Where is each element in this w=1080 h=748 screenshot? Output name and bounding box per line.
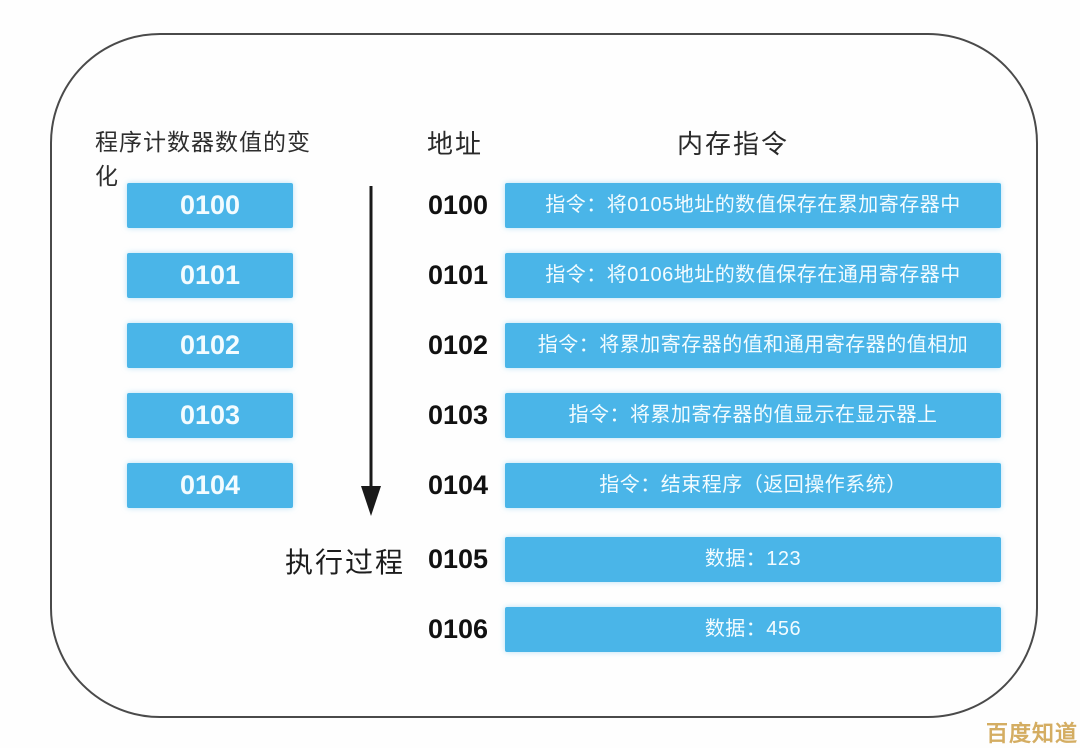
memory-data-box: 数据：456 <box>505 607 1001 652</box>
memory-address: 0102 <box>427 330 489 360</box>
memory-row: 0100 指令：将0105地址的数值保存在累加寄存器中 <box>0 183 1080 228</box>
counter-box-0104: 0104 <box>127 463 293 508</box>
memory-row: 0104 指令：结束程序（返回操作系统） <box>0 463 1080 508</box>
counter-box-0100: 0100 <box>127 183 293 228</box>
memory-address: 0103 <box>427 400 489 430</box>
memory-address: 0106 <box>427 614 489 644</box>
counter-box-0103: 0103 <box>127 393 293 438</box>
memory-instruction-box: 指令：将0105地址的数值保存在累加寄存器中 <box>505 183 1001 228</box>
memory-row: 0102 指令：将累加寄存器的值和通用寄存器的值相加 <box>0 323 1080 368</box>
memory-instruction-box: 指令：结束程序（返回操作系统） <box>505 463 1001 508</box>
memory-instruction-box: 指令：将0106地址的数值保存在通用寄存器中 <box>505 253 1001 298</box>
address-column-header: 地址 <box>427 129 484 159</box>
memory-instruction-box: 指令：将累加寄存器的值和通用寄存器的值相加 <box>505 323 1001 368</box>
execution-process-label: 执行过程 <box>285 547 406 578</box>
memory-instruction-box: 指令：将累加寄存器的值显示在显示器上 <box>505 393 1001 438</box>
counter-box-0101: 0101 <box>127 253 293 298</box>
memory-address: 0104 <box>427 470 489 500</box>
outer-rounded-frame <box>50 33 1038 718</box>
counter-box-0102: 0102 <box>127 323 293 368</box>
memory-row: 0105 数据：123 <box>0 537 1080 582</box>
memory-row: 0101 指令：将0106地址的数值保存在通用寄存器中 <box>0 253 1080 298</box>
memory-address: 0101 <box>427 260 489 290</box>
baidu-zhidao-watermark: 百度知道 <box>986 721 1079 746</box>
memory-row: 0103 指令：将累加寄存器的值显示在显示器上 <box>0 393 1080 438</box>
memory-data-box: 数据：123 <box>505 537 1001 582</box>
instruction-column-header: 内存指令 <box>677 129 790 159</box>
left-panel-title: 程序计数器数值的变化 <box>95 129 311 189</box>
memory-address: 0100 <box>427 190 489 220</box>
memory-address: 0105 <box>427 544 489 574</box>
down-arrow-icon <box>361 186 381 516</box>
memory-row: 0106 数据：456 <box>0 607 1080 652</box>
